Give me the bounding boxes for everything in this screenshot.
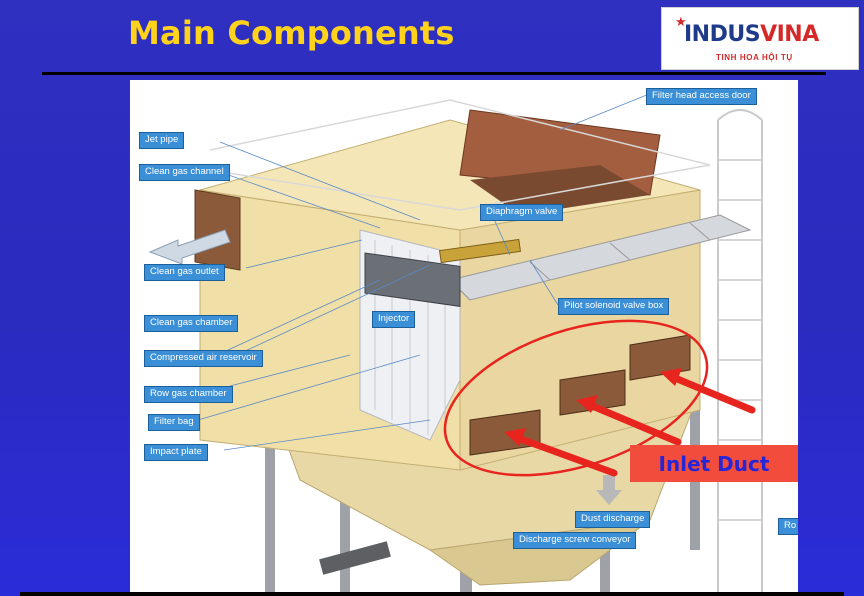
callout-dust-discharge: Dust discharge (575, 511, 651, 528)
baghouse-illustration (148, 91, 763, 592)
indusvina-logo: ★ INDUSVINA TINH HOA HỘI TỤ (661, 7, 859, 70)
logo-brand-part1: INDUS (684, 22, 761, 47)
callout-discharge-screw-conveyor: Discharge screw conveyor (513, 532, 637, 549)
callout-filter-bag: Filter bag (148, 414, 200, 431)
slide-title: Main Components (128, 14, 455, 52)
ladder (717, 109, 763, 592)
callout-clean-gas-chamber: Clean gas chamber (144, 315, 239, 332)
callout-clean-gas-outlet: Clean gas outlet (144, 264, 225, 281)
inlet-duct-label: Inlet Duct (630, 445, 798, 482)
callout-clean-gas-channel: Clean gas channel (139, 164, 230, 181)
star-icon: ★ (675, 14, 687, 29)
screw-conveyor (319, 541, 391, 575)
callout-pilot-solenoid-valve-box: Pilot solenoid valve box (558, 298, 670, 315)
callout-injector: Injector (372, 311, 416, 328)
baghouse-diagram: Filter head access door Jet pipe Clean g… (130, 80, 798, 592)
inlet-arrows (514, 374, 756, 477)
callout-impact-plate: Impact plate (144, 444, 208, 461)
callout-ro-partial: Ro (778, 518, 798, 535)
clean-gas-outlet-arrow (148, 229, 231, 265)
callout-compressed-air-reservoir: Compressed air reservoir (144, 350, 263, 367)
logo-tagline: TINH HOA HỘI TỤ (716, 53, 793, 62)
logo-brand: INDUSVINA (684, 22, 819, 47)
logo-brand-part2: VINA (760, 22, 819, 47)
callout-diaphragm-valve: Diaphragm valve (480, 204, 564, 221)
inlet-highlight-ellipse (443, 319, 709, 477)
callout-filter-head-access-door: Filter head access door (646, 88, 757, 105)
title-divider (42, 72, 826, 75)
callout-row-gas-chamber: Row gas chamber (144, 386, 233, 403)
footer-divider (20, 592, 844, 596)
callout-jet-pipe: Jet pipe (139, 132, 185, 149)
